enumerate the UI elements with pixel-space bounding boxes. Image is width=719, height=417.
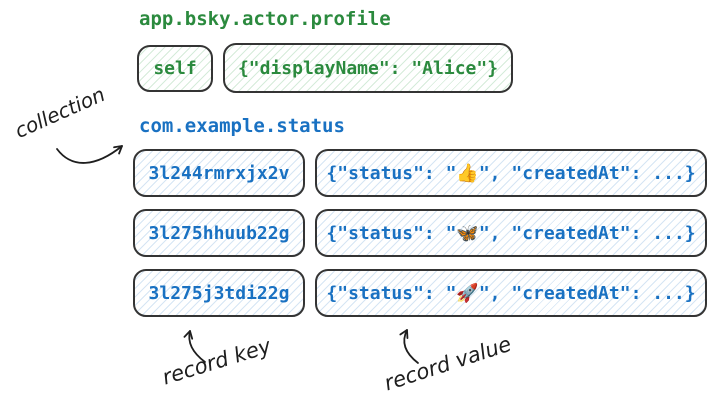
record-key-box: 3l275hhuub22g <box>133 209 305 257</box>
record-value-box: {"status": "🚀", "createdAt": ...} <box>315 269 707 317</box>
record-key-box: 3l244rmrxjx2v <box>133 149 305 197</box>
record-key-annotation-label: record key <box>159 333 274 390</box>
record-value-annotation-label: record value <box>381 331 515 396</box>
record-value-arrow <box>399 329 419 364</box>
record-key-box: 3l275j3tdi22g <box>133 269 305 317</box>
profile-record-value-box: {"displayName": "Alice"} <box>223 43 513 93</box>
status-collection-name: com.example.status <box>139 115 345 137</box>
profile-collection-name: app.bsky.actor.profile <box>139 8 391 30</box>
record-value-box: {"status": "👍", "createdAt": ...} <box>315 149 707 197</box>
collection-arrow <box>56 145 123 164</box>
collection-annotation-label: collection <box>11 82 109 143</box>
profile-record-key-box: self <box>137 45 213 92</box>
record-value-box: {"status": "🦋", "createdAt": ...} <box>315 209 707 257</box>
